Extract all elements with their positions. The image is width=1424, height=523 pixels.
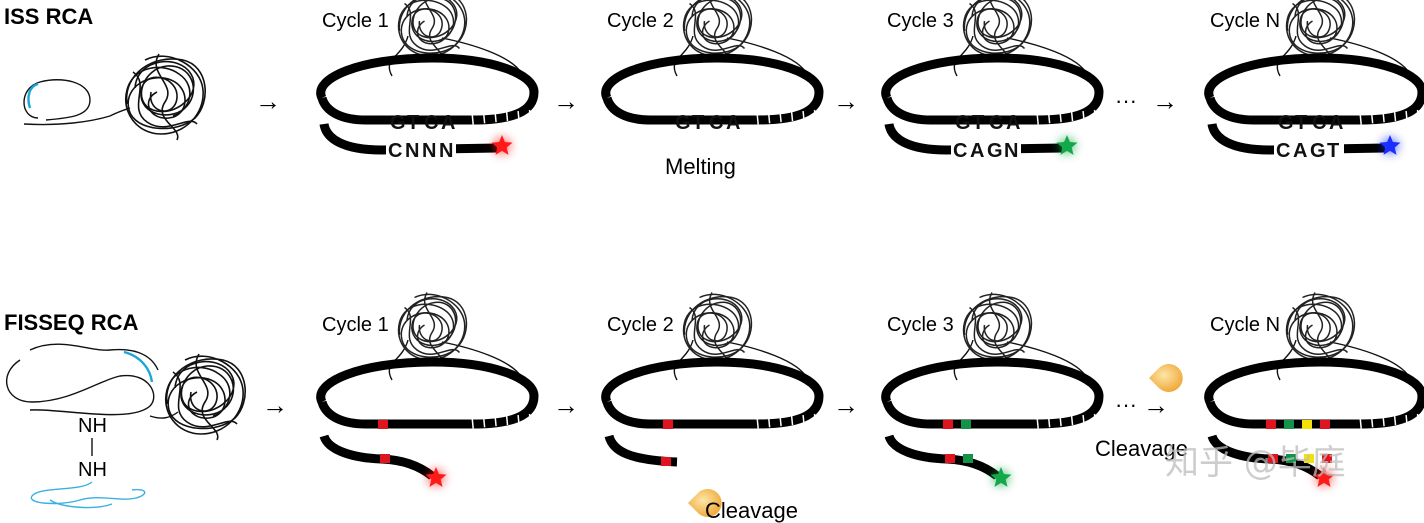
fisseq-synth-strand	[884, 434, 1000, 480]
iss-rca-product-1	[316, 0, 539, 125]
cleavage-label-1: Cleavage	[705, 498, 798, 523]
iss-template-base: T	[692, 112, 704, 134]
linker-nh-2: NH	[78, 459, 107, 481]
fluor-star-icon	[1379, 135, 1401, 155]
iss-template-base: C	[989, 112, 1003, 134]
fluor-star-icon	[990, 467, 1012, 487]
iss-template-base: T	[1295, 112, 1307, 134]
iss-template-base: T	[972, 112, 984, 134]
fisseq-arrows: → → ··· →	[553, 390, 1169, 420]
fisseq-cycle-label-1: Cycle 1	[322, 314, 389, 336]
fluor-star-icon	[425, 467, 447, 487]
iss-probe-base: N	[405, 140, 419, 162]
template-base-band	[943, 420, 953, 429]
iss-template-base: C	[424, 112, 438, 134]
cleavage-enzyme-icon-2	[1149, 364, 1183, 392]
iss-template-base: A	[1329, 112, 1343, 134]
iss-rca-product-2	[601, 0, 824, 125]
iss-probe-strand	[884, 122, 1063, 155]
iss-probe-strand	[1207, 122, 1386, 155]
synth-base-band	[1304, 454, 1314, 463]
synth-base-band	[1322, 454, 1332, 463]
linker-nh-1: NH	[78, 415, 107, 437]
iss-rca-product-4	[1204, 0, 1424, 125]
iss-arrow-2: →	[833, 86, 859, 116]
iss-probe-base: C	[953, 140, 967, 162]
fisseq-rca-product-4	[1204, 291, 1424, 429]
iss-template-base: A	[441, 112, 455, 134]
iss-arrow-1: →	[553, 86, 579, 116]
fisseq-rca-title: FISSEQ RCA	[4, 310, 139, 335]
fisseq-rca-product-3	[881, 291, 1104, 429]
iss-probe-base: A	[1293, 140, 1307, 162]
melting-label: Melting	[665, 154, 736, 179]
iss-template-base: G	[955, 112, 971, 134]
iss-cycle-label-2: Cycle 2	[607, 10, 674, 32]
iss-template-base: G	[1278, 112, 1294, 134]
iss-ellipsis: ···	[1115, 88, 1137, 113]
iss-probe-base: G	[987, 140, 1003, 162]
fisseq-arrow-0: →	[262, 390, 288, 420]
iss-cycle-label-3: Cycle 3	[887, 10, 954, 32]
iss-probe-base: T	[1327, 140, 1339, 162]
fisseq-arrow-2: →	[833, 390, 859, 420]
fisseq-cycle-label-2: Cycle 2	[607, 314, 674, 336]
fisseq-cycles: Cycle 1 Cycle 2 Cycle 3 Cycle N	[316, 291, 1424, 487]
template-base-band	[378, 420, 388, 429]
iss-probe-base: N	[1004, 140, 1018, 162]
iss-probe-base: N	[439, 140, 453, 162]
iss-template-base: A	[726, 112, 740, 134]
synth-base-band	[1268, 454, 1278, 463]
template-base-band	[663, 420, 673, 429]
iss-template-base: C	[709, 112, 723, 134]
fisseq-ellipsis: ···	[1115, 392, 1137, 417]
fluor-star-icon	[491, 135, 513, 155]
iss-rca-title: ISS RCA	[4, 4, 93, 29]
template-base-band	[961, 420, 971, 429]
iss-rca-product-3	[881, 0, 1104, 125]
template-base-band	[1266, 420, 1276, 429]
cleavage-enzyme-icon-1	[688, 489, 722, 517]
fluor-star-icon	[1313, 467, 1335, 487]
cleavage-label-2: Cleavage	[1095, 436, 1188, 461]
iss-probe-base: G	[1310, 140, 1326, 162]
iss-template-base: C	[1312, 112, 1326, 134]
iss-arrows: → → ··· →	[553, 86, 1178, 116]
iss-probe-base: N	[422, 140, 436, 162]
fluor-star-icon	[1056, 135, 1078, 155]
iss-probe-strand	[319, 122, 498, 155]
template-base-band	[1284, 420, 1294, 429]
iss-template-base: G	[390, 112, 406, 134]
iss-arrow-0: →	[255, 86, 281, 116]
synth-base-band	[945, 454, 955, 463]
synth-base-band	[963, 454, 973, 463]
synth-base-band	[1286, 454, 1296, 463]
template-base-band	[1320, 420, 1330, 429]
fisseq-cycle-label-4: Cycle N	[1210, 314, 1280, 336]
fisseq-rca-product-2	[601, 291, 824, 429]
watermark: 知乎 @毕庭	[1165, 443, 1346, 483]
iss-cycle-label-1: Cycle 1	[322, 10, 389, 32]
iss-probe-base: C	[1276, 140, 1290, 162]
iss-template-base: T	[407, 112, 419, 134]
template-base-band	[1302, 420, 1312, 429]
iss-probe-base: C	[388, 140, 402, 162]
fisseq-synth-strand	[319, 434, 435, 480]
fisseq-rca-product-1	[316, 291, 539, 429]
iss-template-base: G	[675, 112, 691, 134]
fisseq-start-probe: NH NH	[5, 343, 246, 509]
fisseq-arrow-1: →	[553, 390, 579, 420]
iss-cycle-label-4: Cycle N	[1210, 10, 1280, 32]
synth-base-band	[380, 454, 390, 463]
iss-arrow-3: →	[1152, 86, 1178, 116]
iss-probe-base: A	[970, 140, 984, 162]
fisseq-arrow-3: →	[1143, 390, 1169, 420]
iss-template-base: A	[1006, 112, 1020, 134]
iss-start-probe	[23, 53, 206, 141]
fisseq-cycle-label-3: Cycle 3	[887, 314, 954, 336]
